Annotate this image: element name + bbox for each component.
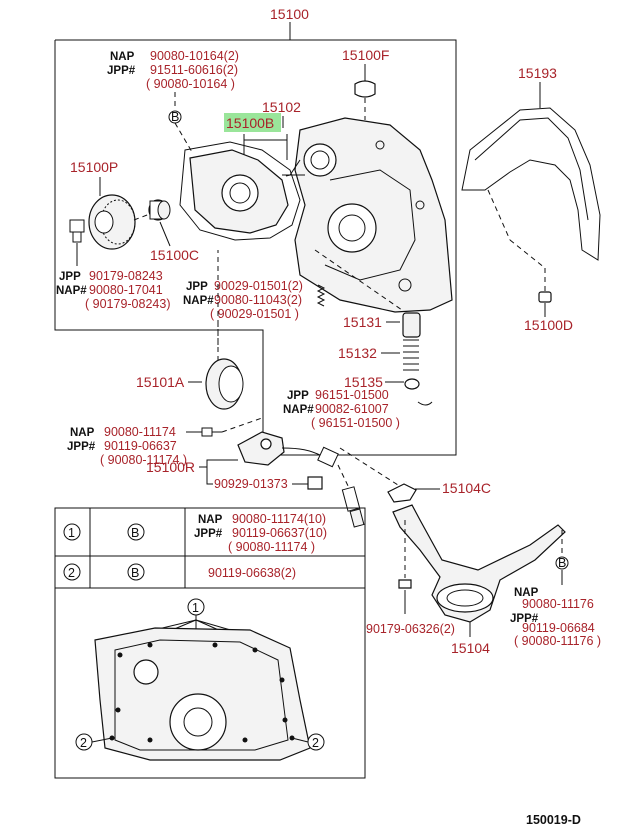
oil-strainer-part <box>392 504 566 623</box>
pump-gasket-part <box>179 141 301 241</box>
table-pn-jpp[interactable]: 90119-06637(10) <box>232 526 327 540</box>
svg-text:2: 2 <box>312 736 319 750</box>
table-row: 1 B NAP JPP# 90080-11174(10) 90119-06637… <box>63 512 327 554</box>
table-row-sym: B <box>131 526 139 540</box>
snap-ring-part <box>417 401 433 406</box>
market-jpp-rotor: JPP <box>59 271 81 283</box>
rotor-gear-part <box>88 194 136 250</box>
table-pn-single[interactable]: 90119-06638(2) <box>208 566 296 580</box>
pn-strainer-bolt-jpp[interactable]: 90119-06684 <box>522 621 595 635</box>
table-row-sym: B <box>131 566 139 580</box>
strainer-nut-part <box>398 579 412 589</box>
rotor-bolt-part <box>69 219 85 243</box>
wire-clamp-part <box>307 476 323 490</box>
pn-body-screw-jpp[interactable]: 90029-01501(2) <box>214 279 303 293</box>
market-nap-top: NAP <box>110 51 135 63</box>
table-market-jpp: JPP# <box>194 528 223 540</box>
market-jpp-strainer: JPP# <box>510 613 539 625</box>
label-15131[interactable]: 15131 <box>343 314 382 330</box>
label-15193[interactable]: 15193 <box>518 65 557 81</box>
sensor-plug-part <box>341 486 365 528</box>
label-15100r[interactable]: 15100R <box>146 459 195 475</box>
strainer-gasket-part <box>387 483 417 503</box>
table-pn-nap[interactable]: 90080-11174(10) <box>232 512 326 526</box>
svg-text:B: B <box>558 556 566 570</box>
pn-ring-nap[interactable]: 90082-61007 <box>315 402 389 416</box>
svg-text:2: 2 <box>80 736 87 750</box>
pn-sensor-bolt-jpp[interactable]: 90119-06637 <box>104 439 177 453</box>
market-jpp-top: JPP# <box>107 65 136 77</box>
table-row-num: 2 <box>68 566 75 580</box>
pn-top-bolt-jpp[interactable]: 91511-60616(2) <box>150 63 238 77</box>
view-mark-2-left: 2 <box>75 733 93 751</box>
relief-spring-part <box>403 339 419 371</box>
label-15101a[interactable]: 15101A <box>136 374 185 390</box>
relief-valve-part <box>402 312 421 338</box>
pn-rotor-bolt-alt[interactable]: ( 90179-08243) <box>85 297 170 311</box>
pn-wire-clamp[interactable]: 90929-01373 <box>214 477 288 491</box>
retainer-part <box>404 378 420 390</box>
label-15132[interactable]: 15132 <box>338 345 377 361</box>
small-plug-part <box>354 80 376 98</box>
timing-cover-view-part <box>94 627 311 761</box>
table-row: 2 B 90119-06638(2) <box>63 563 296 581</box>
market-nap-strainer: NAP <box>514 587 539 599</box>
pn-strainer-nut[interactable]: 90179-06326(2) <box>366 622 455 636</box>
pn-top-bolt-alt[interactable]: ( 90080-10164 ) <box>146 77 235 91</box>
symbol-b-top: B <box>168 110 182 124</box>
market-jpp-sensor: JPP# <box>67 441 96 453</box>
pn-sensor-bolt-alt[interactable]: ( 90080-11174 ) <box>100 453 187 467</box>
pn-strainer-bolt-nap[interactable]: 90080-11176 <box>522 597 594 611</box>
label-15135[interactable]: 15135 <box>344 374 383 390</box>
crank-sensor-part <box>237 431 285 466</box>
highlight-15100b <box>224 113 281 132</box>
market-nap-sensor: NAP <box>70 427 95 439</box>
label-15100[interactable]: 15100 <box>270 6 309 22</box>
pn-rotor-bolt-nap[interactable]: 90080-17041 <box>89 283 163 297</box>
pn-body-screw-alt[interactable]: ( 90029-01501 ) <box>210 307 299 321</box>
label-15100b[interactable]: 15100B <box>226 115 274 131</box>
oil-seal-part <box>205 358 244 410</box>
label-15100f[interactable]: 15100F <box>342 47 389 63</box>
sensor-bolt-part <box>201 427 222 437</box>
label-15100p[interactable]: 15100P <box>70 159 118 175</box>
label-15104[interactable]: 15104 <box>451 640 490 656</box>
sensor-connector-part <box>317 446 339 468</box>
view-mark-1: 1 <box>187 598 205 616</box>
pn-ring-alt[interactable]: ( 96151-01500 ) <box>311 416 400 430</box>
label-15100c[interactable]: 15100C <box>150 247 199 263</box>
market-nap-body: NAP# <box>183 295 214 307</box>
label-15104c[interactable]: 15104C <box>442 480 491 496</box>
market-nap-rotor: NAP# <box>56 285 87 297</box>
symbol-b-strainer: B <box>555 556 569 570</box>
fastener-table <box>54 507 366 589</box>
oil-pan-gasket-part <box>461 107 601 261</box>
diagram-code: 150019-D <box>526 813 581 827</box>
svg-text:B: B <box>171 110 179 124</box>
table-row-num: 1 <box>68 526 75 540</box>
market-jpp-ring: JPP <box>287 390 309 402</box>
pn-top-bolt-nap[interactable]: 90080-10164(2) <box>150 49 239 63</box>
market-nap-ring: NAP# <box>283 404 314 416</box>
svg-text:1: 1 <box>192 601 199 615</box>
market-jpp-body: JPP <box>186 281 208 293</box>
small-spring-part <box>316 284 326 307</box>
pn-strainer-bolt-alt[interactable]: ( 90080-11176 ) <box>514 634 601 648</box>
table-market-nap: NAP <box>198 514 223 526</box>
view-mark-2-right: 2 <box>307 733 325 751</box>
pn-ring-jpp[interactable]: 96151-01500 <box>315 388 389 402</box>
bolt-location-view <box>54 587 366 779</box>
pn-rotor-bolt-jpp[interactable]: 90179-08243 <box>89 269 163 283</box>
pin-15100d-part <box>538 291 552 303</box>
plug-15100c-part <box>148 199 171 221</box>
label-15100d[interactable]: 15100D <box>524 317 573 333</box>
table-pn-alt[interactable]: ( 90080-11174 ) <box>228 540 315 554</box>
pn-sensor-bolt-nap[interactable]: 90080-11174 <box>104 425 176 439</box>
label-15102[interactable]: 15102 <box>262 99 301 115</box>
pn-body-screw-nap[interactable]: 90080-11043(2) <box>214 293 302 307</box>
